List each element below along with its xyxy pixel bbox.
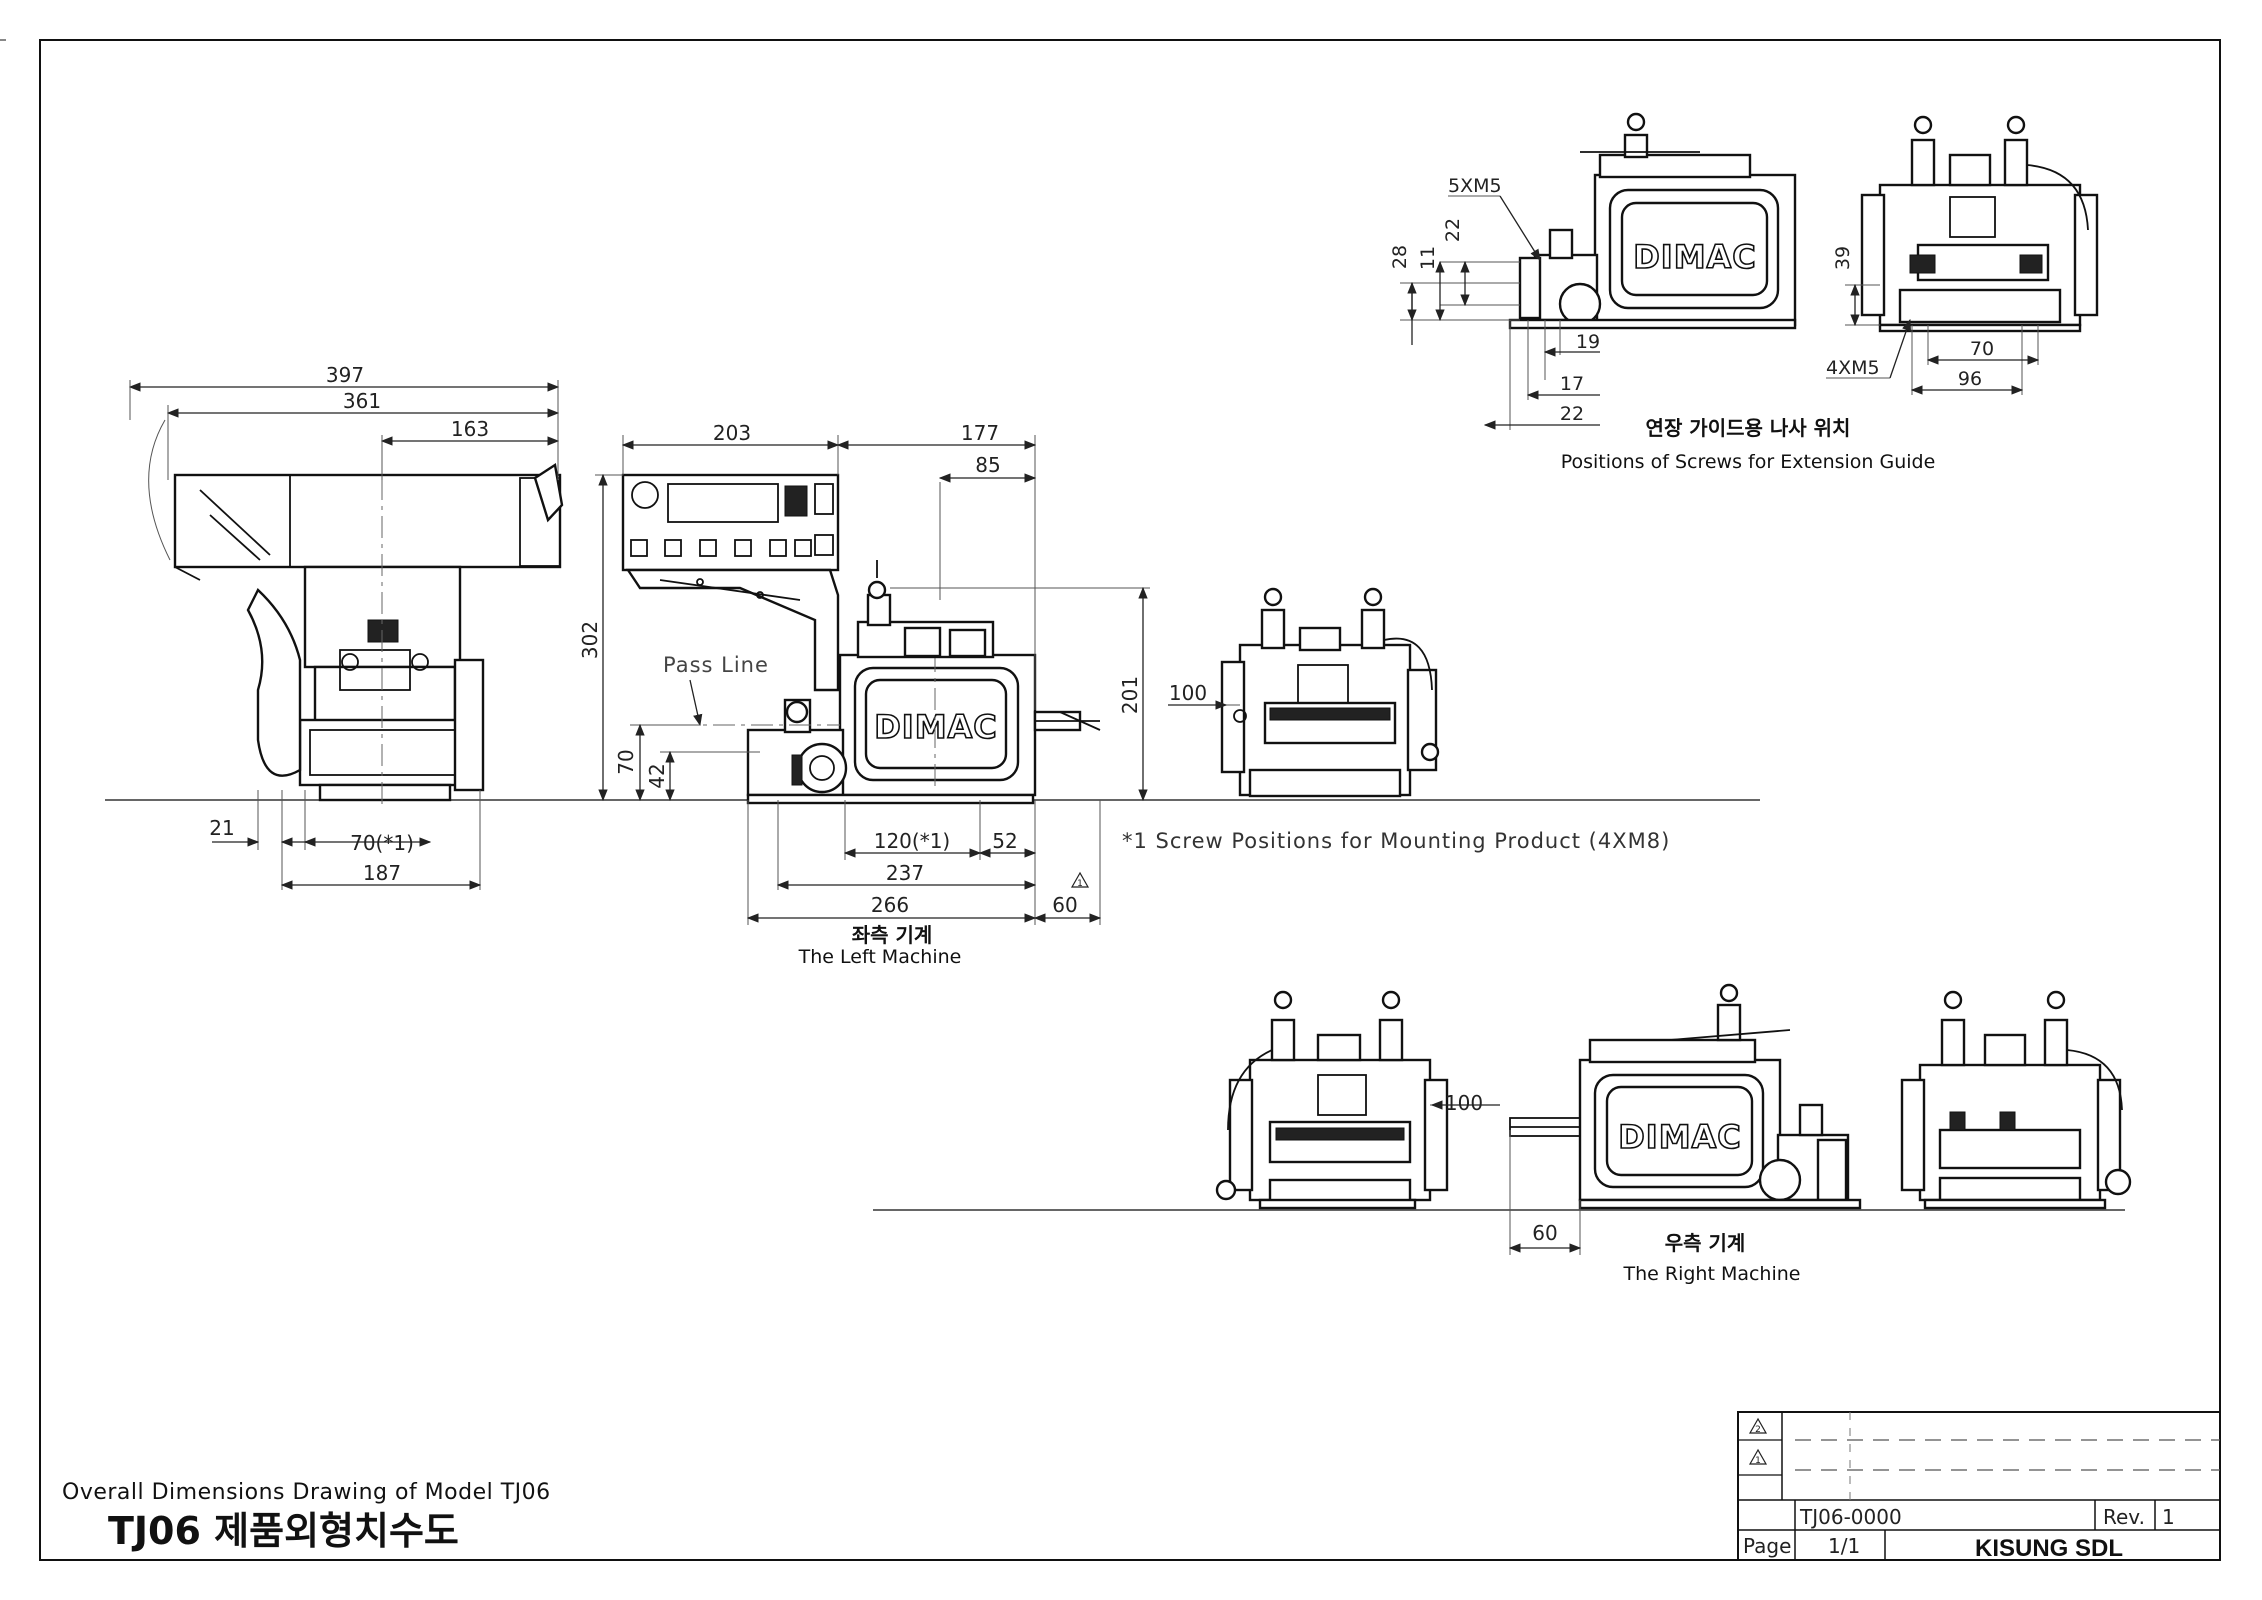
right-machine-caption-en: The Right Machine xyxy=(1623,1263,1801,1285)
extension-guide-front-dimensions: 5XM5 28 11 22 19 17 22 xyxy=(1389,175,1600,430)
top-view-dimensions: 397 361 163 21 70(*1) 187 xyxy=(128,363,560,890)
left-body-logo: DIMAC xyxy=(874,708,998,746)
title-english: Overall Dimensions Drawing of Model TJ06 xyxy=(62,1480,551,1505)
dim-4xm5: 4XM5 xyxy=(1826,357,1880,379)
dim-22b: 22 xyxy=(1560,403,1584,425)
dim-397: 397 xyxy=(326,363,364,387)
left-machine-caption-en: The Left Machine xyxy=(798,946,962,968)
dim-60-left: 60 xyxy=(1052,893,1077,917)
dim-19: 19 xyxy=(1576,331,1600,353)
right-body-logo: DIMAC xyxy=(1618,1118,1742,1156)
dim-60-right: 60 xyxy=(1532,1221,1557,1245)
dim-302: 302 xyxy=(578,621,602,659)
dim-52: 52 xyxy=(992,829,1017,853)
extension-guide-side-dimensions: 39 4XM5 70 96 xyxy=(1826,246,2040,395)
right-machine-front-view: DIMAC xyxy=(1509,983,1862,1210)
company-name: KISUNG SDL xyxy=(1975,1535,2123,1562)
dim-203: 203 xyxy=(713,421,751,445)
dim-11: 11 xyxy=(1417,246,1439,270)
dim-266: 266 xyxy=(871,893,909,917)
footnote-screw-positions: *1 Screw Positions for Mounting Product … xyxy=(1122,829,1670,853)
page-label: Page xyxy=(1743,1534,1791,1558)
extension-body-logo: DIMAC xyxy=(1633,238,1757,276)
dim-85: 85 xyxy=(975,453,1000,477)
extension-guide-side-view xyxy=(1860,115,2099,333)
dim-120-screw: 120(*1) xyxy=(874,829,951,853)
left-machine-caption-ko: 좌측 기계 xyxy=(852,923,933,947)
right-machine-side-view xyxy=(1215,990,1449,1210)
dim-70-pass: 70 xyxy=(614,749,638,774)
dim-28: 28 xyxy=(1389,245,1411,269)
dim-187: 187 xyxy=(363,861,401,885)
extension-caption-en: Positions of Screws for Extension Guide xyxy=(1561,451,1936,473)
dim-70-screw: 70(*1) xyxy=(350,831,414,855)
left-machine-side-view xyxy=(1220,587,1440,798)
dim-201: 201 xyxy=(1118,676,1142,714)
right-machine-rear-view xyxy=(1900,990,2132,1210)
dim-163: 163 xyxy=(451,417,489,441)
dim-17: 17 xyxy=(1560,373,1584,395)
dim-39: 39 xyxy=(1832,246,1854,270)
rev-mark-1-block: 1 xyxy=(1755,1456,1761,1466)
dim-100-right-side: 100 xyxy=(1445,1091,1483,1115)
sheet-border xyxy=(39,39,2221,1561)
title-block: 2 1 TJ06-0000 Rev. 1 Page 1/1 KISUNG SDL xyxy=(1737,1411,2221,1562)
drawing-number: TJ06-0000 xyxy=(1799,1505,1902,1529)
dim-100-left-side: 100 xyxy=(1169,681,1207,705)
dim-22a: 22 xyxy=(1442,218,1464,242)
dim-177: 177 xyxy=(961,421,999,445)
dim-96: 96 xyxy=(1958,368,1982,390)
rev-mark-2: 2 xyxy=(1755,1425,1761,1435)
rev-mark-1: 1 xyxy=(1077,879,1083,889)
dim-361: 361 xyxy=(343,389,381,413)
extension-guide-front-view: DIMAC xyxy=(1508,112,1797,330)
extension-caption-ko: 연장 가이드용 나사 위치 xyxy=(1646,416,1851,440)
page-value: 1/1 xyxy=(1828,1534,1860,1558)
dim-5xm5: 5XM5 xyxy=(1448,175,1502,197)
dim-70-side: 70 xyxy=(1970,338,1994,360)
top-view xyxy=(105,419,1760,810)
dim-21: 21 xyxy=(209,816,234,840)
dim-237: 237 xyxy=(886,861,924,885)
left-machine-front-view: DIMAC xyxy=(621,473,1101,805)
right-machine-caption-ko: 우측 기계 xyxy=(1665,1231,1746,1255)
rev-label: Rev. xyxy=(2103,1505,2145,1529)
pass-line-label: Pass Line xyxy=(663,653,769,677)
title-korean: TJ06 제품외형치수도 xyxy=(108,1509,459,1553)
dim-42: 42 xyxy=(645,763,669,788)
rev-value: 1 xyxy=(2162,1505,2175,1529)
left-machine-dimensions: 203 177 85 302 201 70 42 120(*1) 52 237 … xyxy=(578,421,1150,925)
